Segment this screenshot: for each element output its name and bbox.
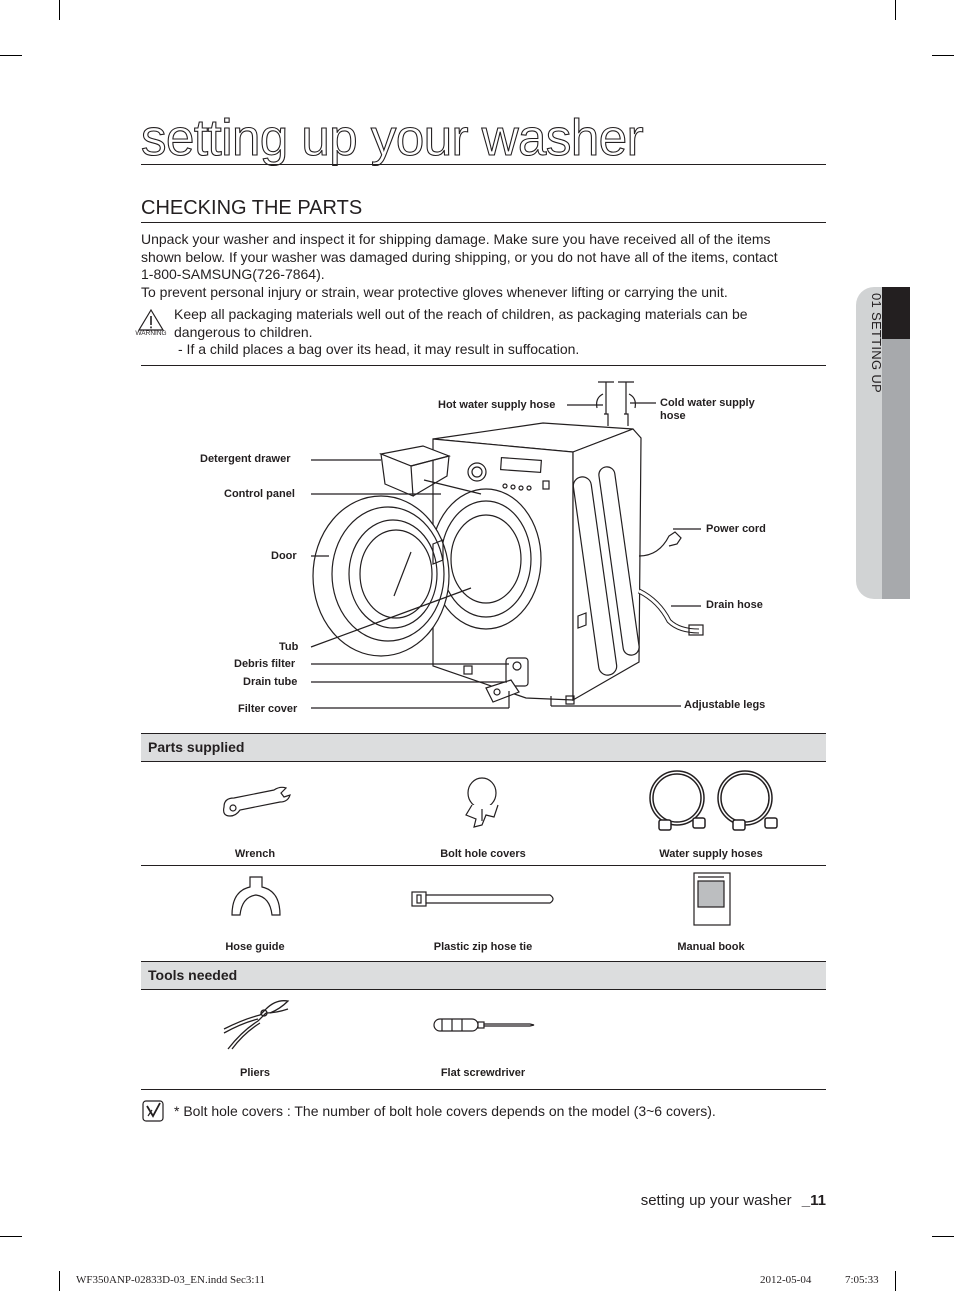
plastic-zip-hose-tie-icon xyxy=(410,890,558,908)
manual-book-icon xyxy=(692,871,734,927)
crop-mark xyxy=(0,1236,22,1237)
label-filter-cover: Filter cover xyxy=(238,703,297,716)
intro-line: shown below. If your washer was damaged … xyxy=(141,249,831,267)
label-cold-water-supply-hose: Cold water supply hose xyxy=(660,397,755,423)
label-power-cord: Power cord xyxy=(706,523,766,536)
crop-mark xyxy=(932,55,954,56)
warning-line: Keep all packaging materials well out of… xyxy=(174,306,814,324)
label-hot-water-supply-hose: Hot water supply hose xyxy=(438,399,555,412)
page-number: _11 xyxy=(802,1192,826,1209)
slug-time: 7:05:33 xyxy=(845,1274,879,1286)
label-debris-filter: Debris filter xyxy=(234,658,295,671)
label-cold-water-line: Cold water supply xyxy=(660,397,755,410)
warning-icon-label: WARNING xyxy=(132,330,170,337)
tool-label-flat-screwdriver: Flat screwdriver xyxy=(369,1067,597,1079)
tools-needed-heading: Tools needed xyxy=(148,967,237,983)
running-footer: setting up your washer _11 xyxy=(641,1192,826,1209)
note-icon xyxy=(142,1100,164,1122)
intro-line: 1-800-SAMSUNG(726-7864). xyxy=(141,266,831,284)
label-drain-tube: Drain tube xyxy=(243,676,297,689)
part-label-bolt-hole-covers: Bolt hole covers xyxy=(369,848,597,860)
crop-mark xyxy=(895,0,896,20)
part-label-hose-guide: Hose guide xyxy=(141,941,369,953)
parts-row-divider xyxy=(141,865,826,866)
section-rule xyxy=(141,222,826,223)
warning-line: dangerous to children. xyxy=(174,324,814,342)
part-label-plastic-zip-hose-tie: Plastic zip hose tie xyxy=(369,941,597,953)
section-heading: CHECKING THE PARTS xyxy=(141,198,362,218)
warning-text: Keep all packaging materials well out of… xyxy=(174,306,814,359)
crop-mark xyxy=(59,1271,60,1291)
side-tab-marker xyxy=(882,287,910,339)
crop-mark xyxy=(59,0,60,20)
side-tab-label: 01 SETTING UP xyxy=(869,293,884,393)
parts-supplied-header: Parts supplied xyxy=(141,733,826,762)
crop-mark xyxy=(0,55,22,56)
note-text: * Bolt hole covers : The number of bolt … xyxy=(174,1103,716,1119)
label-control-panel: Control panel xyxy=(224,488,295,501)
parts-supplied-heading: Parts supplied xyxy=(148,739,244,755)
slug-date: 2012-05-04 xyxy=(760,1274,811,1286)
label-door: Door xyxy=(271,550,297,563)
intro-line: Unpack your washer and inspect it for sh… xyxy=(141,231,831,249)
label-adjustable-legs: Adjustable legs xyxy=(684,699,765,712)
label-detergent-drawer: Detergent drawer xyxy=(200,453,290,466)
wrench-icon xyxy=(220,785,292,820)
label-tub: Tub xyxy=(279,641,298,654)
slug-file: WF350ANP-02833D-03_EN.indd Sec3:11 xyxy=(76,1274,265,1286)
running-footer-title: setting up your washer xyxy=(641,1192,792,1209)
hose-guide-icon xyxy=(228,875,284,923)
part-label-water-supply-hoses: Water supply hoses xyxy=(597,848,825,860)
tools-needed-header: Tools needed xyxy=(141,961,826,990)
flat-screwdriver-icon xyxy=(432,1015,536,1035)
title-rule xyxy=(141,164,826,165)
pliers-icon xyxy=(220,997,292,1055)
crop-mark xyxy=(932,1236,954,1237)
part-label-manual-book: Manual book xyxy=(597,941,825,953)
side-tab-band xyxy=(882,339,910,599)
warning-icon: WARNING xyxy=(132,308,170,340)
intro-paragraph: Unpack your washer and inspect it for sh… xyxy=(141,231,831,301)
intro-line: To prevent personal injury or strain, we… xyxy=(141,284,831,302)
part-label-wrench: Wrench xyxy=(141,848,369,860)
tools-bottom-rule xyxy=(141,1089,826,1090)
bolt-hole-cover-icon xyxy=(460,775,510,830)
label-cold-water-line: hose xyxy=(660,410,755,423)
warning-bullet: - If a child places a bag over its head,… xyxy=(174,341,814,359)
label-drain-hose: Drain hose xyxy=(706,599,763,612)
tool-label-pliers: Pliers xyxy=(141,1067,369,1079)
crop-mark xyxy=(895,1271,896,1291)
page-title: setting up your washer xyxy=(141,112,643,163)
water-supply-hoses-icon xyxy=(645,770,780,835)
